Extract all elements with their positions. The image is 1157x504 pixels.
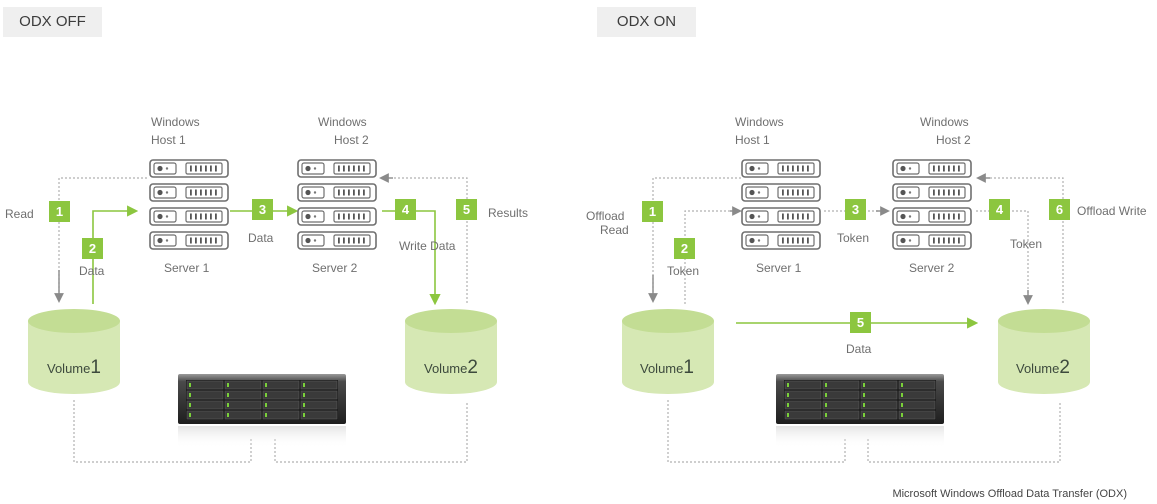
offload-write-label: Offload Write — [1077, 204, 1147, 218]
read-label: Read — [5, 207, 34, 221]
volume-2: Volume2 — [405, 309, 497, 394]
step-badge: 3 — [845, 199, 866, 220]
svg-text:4: 4 — [402, 202, 410, 217]
step-badge: 4 — [989, 199, 1010, 220]
step-badge: 5 — [850, 312, 871, 333]
write-data-label: Write Data — [399, 239, 456, 253]
host1-label-line1: Windows — [151, 115, 200, 129]
token-label-right: Token — [1010, 237, 1042, 251]
step-badge: 1 — [642, 201, 663, 222]
tab-odx-on[interactable]: ODX ON — [597, 7, 696, 37]
offload-read-label-line1: Offload — [586, 209, 624, 223]
host1-label-line2: Host 1 — [151, 133, 186, 147]
host2-label-line2: Host 2 — [936, 133, 971, 147]
token-label-left: Token — [667, 264, 699, 278]
host1-label-line2: Host 1 — [735, 133, 770, 147]
nas-storage-image — [775, 373, 945, 449]
volume-2-label: Volume2 — [424, 357, 478, 378]
footer-caption: Microsoft Windows Offload Data Transfer … — [892, 488, 1127, 500]
server1-label: Server 1 — [756, 261, 802, 275]
odx-off-panel: Volume1 Volume2 Windows Host 1 Windows H… — [5, 115, 528, 463]
token-label-mid: Token — [837, 231, 869, 245]
svg-text:2: 2 — [89, 241, 96, 256]
server1-label: Server 1 — [164, 261, 210, 275]
step-badge: 6 — [1049, 199, 1070, 220]
host2-label-line2: Host 2 — [334, 133, 369, 147]
volume-1: Volume1 — [28, 309, 120, 394]
svg-text:3: 3 — [259, 202, 266, 217]
data-label-left: Data — [79, 264, 105, 278]
svg-text:3: 3 — [852, 202, 859, 217]
volume-1-label: Volume1 — [47, 357, 101, 378]
server2-label: Server 2 — [909, 261, 955, 275]
step-badge: 4 — [395, 199, 416, 220]
server-2 — [297, 159, 377, 250]
svg-text:4: 4 — [996, 202, 1004, 217]
svg-text:6: 6 — [1056, 202, 1063, 217]
server2-label: Server 2 — [312, 261, 358, 275]
volume-1-label: Volume1 — [640, 357, 694, 378]
step-badge: 5 — [456, 199, 477, 220]
svg-text:1: 1 — [649, 204, 656, 219]
server-1 — [149, 159, 229, 250]
volume-2: Volume2 — [998, 309, 1090, 394]
svg-text:5: 5 — [857, 315, 864, 330]
data-label-center: Data — [846, 342, 872, 356]
svg-text:1: 1 — [56, 204, 63, 219]
volume-2-label: Volume2 — [1016, 357, 1070, 378]
server-1 — [741, 159, 821, 250]
data-label-mid: Data — [248, 231, 274, 245]
svg-text:5: 5 — [463, 202, 470, 217]
odx-on-panel: Volume1 Volume2 Windows Host 1 Windows H… — [586, 115, 1147, 463]
host1-label-line1: Windows — [735, 115, 784, 129]
step-badge: 1 — [49, 201, 70, 222]
step-badge: 2 — [674, 238, 695, 259]
step-badge: 2 — [82, 238, 103, 259]
svg-text:2: 2 — [681, 241, 688, 256]
nas-storage-image — [177, 373, 347, 449]
host2-label-line1: Windows — [318, 115, 367, 129]
server-2 — [892, 159, 972, 250]
results-label: Results — [488, 206, 528, 220]
tab-odx-off[interactable]: ODX OFF — [3, 7, 102, 37]
volume-1: Volume1 — [622, 309, 714, 394]
host2-label-line1: Windows — [920, 115, 969, 129]
offload-read-label-line2: Read — [600, 223, 629, 237]
step-badge: 3 — [252, 199, 273, 220]
